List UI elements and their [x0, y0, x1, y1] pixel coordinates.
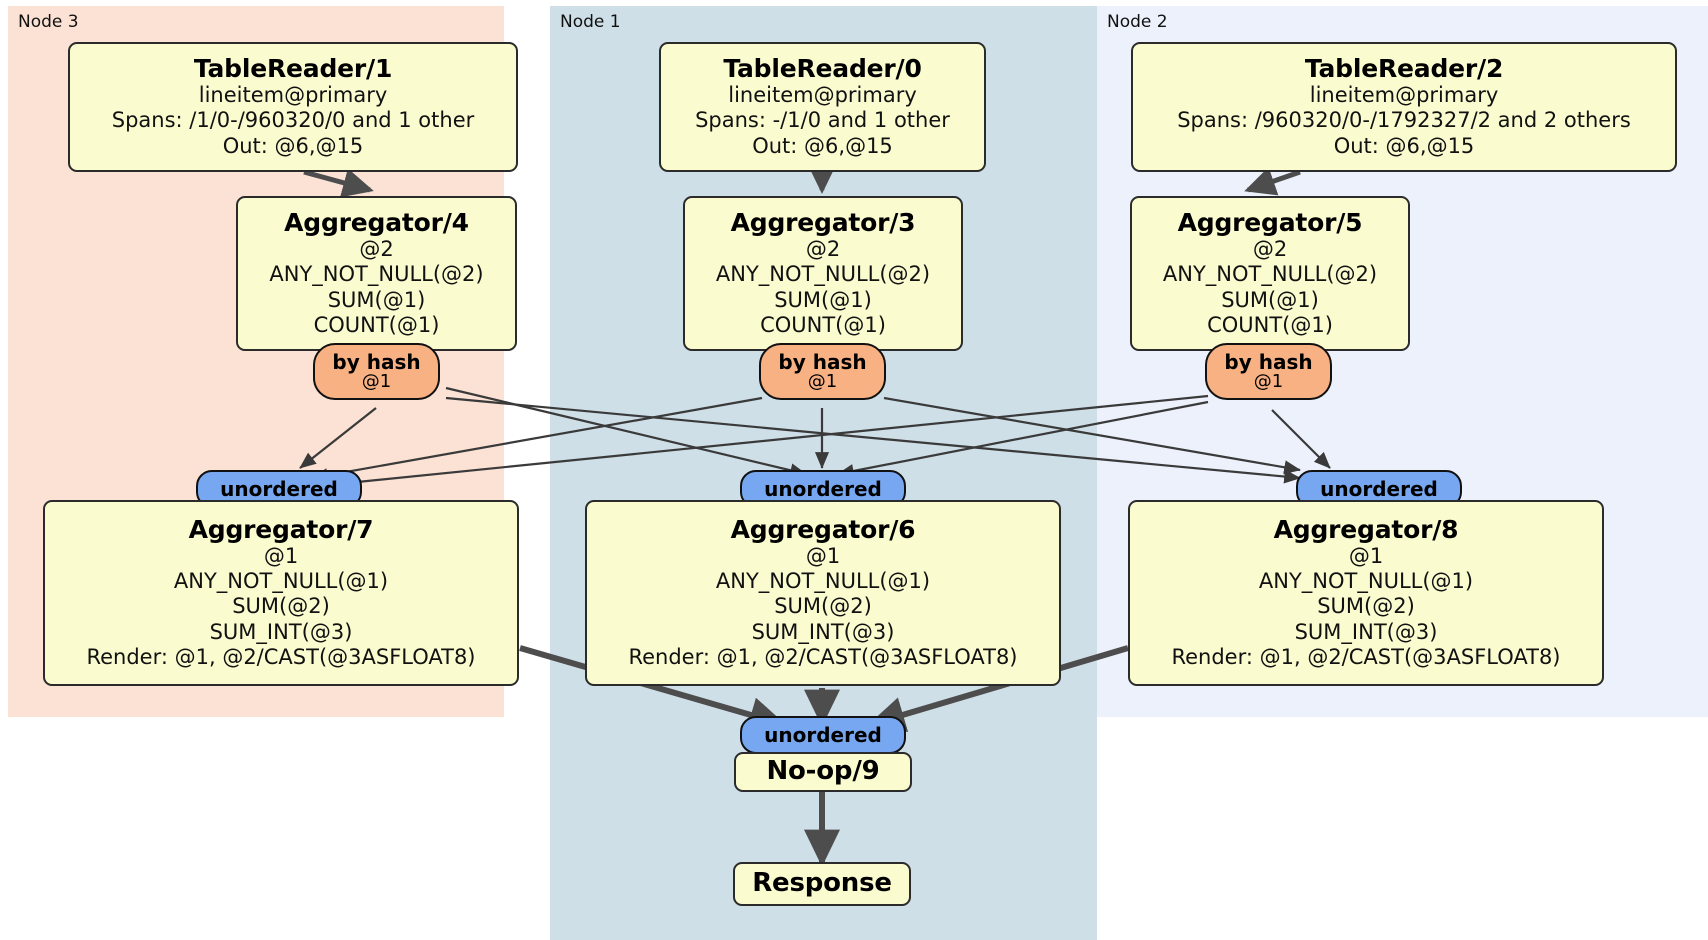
processor-title: TableReader/0	[723, 54, 922, 84]
processor-line: ANY_NOT_NULL(@1)	[1258, 569, 1474, 594]
processor-table-reader-2[interactable]: TableReader/2 lineitem@primary Spans: /9…	[1131, 42, 1677, 172]
processor-title: Response	[752, 868, 892, 899]
processor-line: Render: @1, @2/CAST(@3ASFLOAT8)	[1171, 644, 1561, 669]
node-panel-label-node3: Node 3	[18, 12, 79, 32]
hash-router-sublabel: @1	[807, 370, 838, 392]
hash-router-right[interactable]: by hash @1	[1205, 343, 1332, 400]
processor-line: SUM_INT(@3)	[751, 619, 895, 644]
processor-line: Out: @6,@15	[222, 133, 364, 158]
processor-line: @2	[359, 237, 394, 262]
unordered-sync-final[interactable]: unordered	[740, 716, 906, 754]
processor-table-reader-1[interactable]: TableReader/1 lineitem@primary Spans: /1…	[68, 42, 518, 172]
processor-noop-9[interactable]: No-op/9	[734, 752, 912, 792]
processor-line: SUM(@1)	[774, 287, 872, 312]
unordered-sync-label: unordered	[220, 477, 338, 501]
unordered-sync-label: unordered	[764, 477, 882, 501]
hash-router-label: by hash	[1224, 349, 1313, 374]
processor-table-reader-0[interactable]: TableReader/0 lineitem@primary Spans: -/…	[659, 42, 986, 172]
processor-title: TableReader/1	[193, 54, 393, 84]
processor-line: lineitem@primary	[1309, 83, 1499, 108]
processor-line: SUM(@2)	[774, 594, 872, 619]
processor-title: Aggregator/4	[284, 208, 469, 238]
processor-line: @1	[1348, 544, 1384, 569]
processor-line: COUNT(@1)	[313, 312, 440, 337]
processor-aggregator-3[interactable]: Aggregator/3 @2 ANY_NOT_NULL(@2) SUM(@1)…	[683, 196, 963, 351]
processor-line: SUM(@1)	[327, 287, 426, 312]
processor-aggregator-4[interactable]: Aggregator/4 @2 ANY_NOT_NULL(@2) SUM(@1)…	[236, 196, 517, 351]
processor-line: SUM(@2)	[1317, 594, 1415, 619]
processor-line: SUM(@2)	[232, 594, 330, 619]
processor-title: Aggregator/3	[730, 208, 916, 238]
node-panel-label-node2: Node 2	[1107, 12, 1168, 32]
processor-title: No-op/9	[766, 756, 880, 787]
processor-line: Spans: /1/0-/960320/0 and 1 other	[111, 108, 475, 133]
hash-router-sublabel: @1	[361, 370, 392, 392]
processor-line: @1	[805, 544, 841, 569]
processor-title: Aggregator/5	[1177, 208, 1363, 238]
processor-line: ANY_NOT_NULL(@2)	[1162, 262, 1378, 287]
processor-line: Out: @6,@15	[1333, 133, 1475, 158]
hash-router-middle[interactable]: by hash @1	[759, 343, 886, 400]
hash-router-left[interactable]: by hash @1	[313, 343, 440, 400]
hash-router-label: by hash	[332, 349, 421, 374]
processor-line: ANY_NOT_NULL(@2)	[715, 262, 931, 287]
node-panel-label-node1: Node 1	[560, 12, 621, 32]
processor-aggregator-5[interactable]: Aggregator/5 @2 ANY_NOT_NULL(@2) SUM(@1)…	[1130, 196, 1410, 351]
processor-line: SUM_INT(@3)	[1294, 619, 1438, 644]
processor-line: ANY_NOT_NULL(@1)	[715, 569, 931, 594]
processor-aggregator-7[interactable]: Aggregator/7 @1 ANY_NOT_NULL(@1) SUM(@2)…	[43, 500, 519, 686]
processor-line: @2	[805, 237, 841, 262]
hash-router-label: by hash	[778, 349, 867, 374]
processor-line: Render: @1, @2/CAST(@3ASFLOAT8)	[86, 644, 476, 669]
processor-line: @1	[263, 544, 299, 569]
processor-line: Spans: -/1/0 and 1 other	[695, 108, 950, 133]
processor-line: lineitem@primary	[728, 83, 917, 108]
processor-line: @2	[1252, 237, 1288, 262]
hash-router-sublabel: @1	[1253, 370, 1284, 392]
unordered-sync-label: unordered	[1320, 477, 1438, 501]
processor-line: SUM(@1)	[1221, 287, 1319, 312]
processor-line: ANY_NOT_NULL(@2)	[269, 262, 484, 287]
processor-line: COUNT(@1)	[1207, 312, 1333, 337]
processor-line: SUM_INT(@3)	[209, 619, 353, 644]
processor-aggregator-8[interactable]: Aggregator/8 @1 ANY_NOT_NULL(@1) SUM(@2)…	[1128, 500, 1604, 686]
processor-line: Spans: /960320/0-/1792327/2 and 2 others	[1177, 108, 1631, 133]
processor-line: Render: @1, @2/CAST(@3ASFLOAT8)	[628, 644, 1018, 669]
processor-title: TableReader/2	[1304, 54, 1504, 84]
processor-aggregator-6[interactable]: Aggregator/6 @1 ANY_NOT_NULL(@1) SUM(@2)…	[585, 500, 1061, 686]
processor-title: Aggregator/6	[730, 515, 916, 545]
unordered-sync-label: unordered	[764, 723, 882, 747]
processor-response[interactable]: Response	[733, 862, 911, 906]
processor-line: ANY_NOT_NULL(@1)	[173, 569, 389, 594]
processor-title: Aggregator/7	[188, 515, 374, 545]
processor-line: lineitem@primary	[198, 83, 388, 108]
processor-title: Aggregator/8	[1273, 515, 1459, 545]
processor-line: Out: @6,@15	[752, 133, 893, 158]
processor-line: COUNT(@1)	[760, 312, 886, 337]
